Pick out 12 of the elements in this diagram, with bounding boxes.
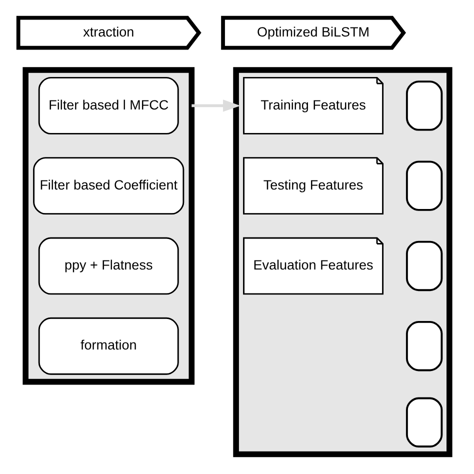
node-box: Filter based l MFCC (38, 76, 178, 134)
node-box (405, 397, 442, 448)
node-box: Filter based Coefficient (32, 157, 184, 215)
node-box: ppy + Flatness (38, 237, 178, 295)
node-box: formation (38, 317, 178, 375)
node-box (405, 80, 442, 131)
node-box (405, 240, 442, 292)
cluster (22, 67, 194, 385)
node-box (405, 160, 442, 211)
node-box (405, 321, 442, 372)
arrow (191, 100, 240, 112)
cluster (232, 67, 452, 458)
